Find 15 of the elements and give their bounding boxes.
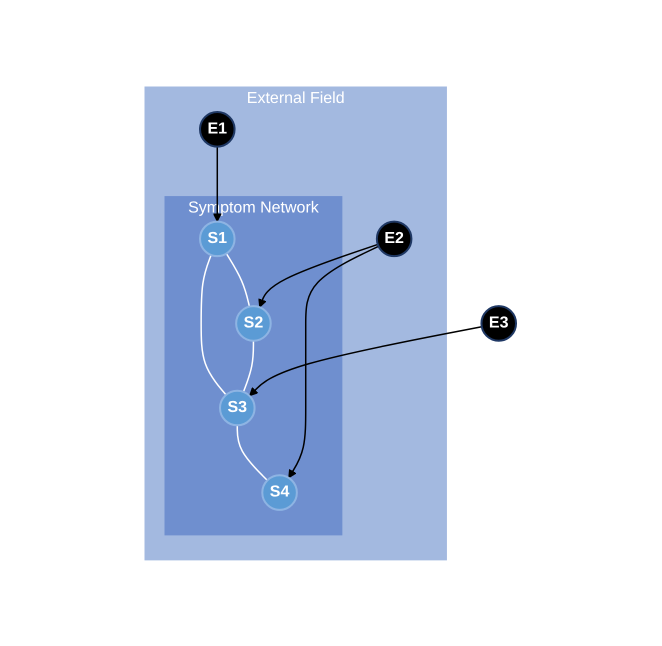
arrow bbox=[258, 243, 378, 308]
node-circle: S3 bbox=[219, 389, 256, 426]
node-circle: E3 bbox=[480, 304, 518, 342]
connector bbox=[200, 254, 228, 395]
arrow bbox=[288, 245, 380, 478]
node-circle: E2 bbox=[376, 220, 413, 257]
node-circle: S4 bbox=[262, 474, 298, 510]
arrow bbox=[250, 326, 482, 396]
node-circle: S1 bbox=[199, 220, 236, 257]
connector bbox=[243, 340, 255, 392]
node-circle: S2 bbox=[236, 304, 272, 342]
arrow bbox=[213, 146, 222, 222]
connector bbox=[226, 252, 251, 306]
connector bbox=[237, 424, 268, 480]
node-circle: E1 bbox=[199, 110, 236, 148]
